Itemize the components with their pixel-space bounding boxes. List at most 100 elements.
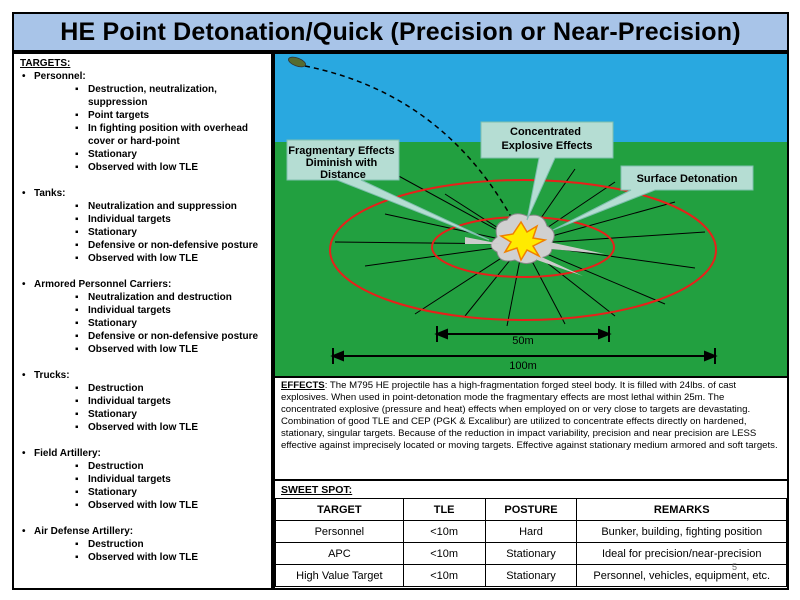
target-item-text: Defensive or non-defensive posture [88,331,259,342]
table-cell: High Value Target [275,564,404,587]
projectile-trajectory [304,65,516,225]
target-item-text: Destruction [88,539,144,550]
table-cell: <10m [402,542,486,565]
target-item-text: In fighting position with overhead cover… [88,123,248,147]
table-cell: <10m [402,520,486,543]
bullet: • [22,448,26,459]
target-item: ▪Destruction [20,382,265,395]
target-item-text: Individual targets [88,396,171,407]
projectile [288,56,306,68]
target-item-text: Point targets [88,110,150,121]
table-cell: Ideal for precision/near-precision [576,542,787,565]
target-category: •Tanks: [22,187,265,200]
target-item: ▪ Defensive or non-defensive posture [20,239,265,252]
square-bullet: ▪ [75,240,79,251]
bullet: • [22,188,26,199]
fragment-line [522,231,706,245]
page-title: HE Point Detonation/Quick (Precision or … [60,17,741,46]
square-bullet: ▪ [75,344,79,355]
square-bullet: ▪ [75,162,79,173]
square-bullet: ▪ [75,422,79,433]
table-cell: Bunker, building, fighting position [576,520,787,543]
target-item: ▪Observed with low TLE [20,551,265,564]
table-cell: Stationary [484,542,578,565]
sweet-spot-heading: SWEET SPOT: [281,484,353,496]
col-remarks: REMARKS [576,498,787,521]
callout-concentrated-line-2: Explosive Effects [501,140,592,152]
spacer [20,265,265,278]
target-item: ▪Stationary [20,148,265,161]
square-bullet: ▪ [75,461,79,472]
table-cell: <10m [402,564,486,587]
target-category: • Trucks: [22,369,265,382]
square-bullet: ▪ [75,227,79,238]
smoke-streak-right [549,242,605,254]
target-item-text: Defensive or non-defensive posture [88,240,259,251]
target-item: ▪Individual targets [20,213,265,226]
target-item: ▪ In fighting position with overhead cove… [20,122,265,148]
bullet: • [22,526,26,537]
col-posture: POSTURE [484,498,578,521]
diagram-svg: Fragmentary Effects Diminish with Distan… [275,54,787,376]
target-category-name: Air Defense Artillery: [34,526,134,537]
callout-fragmentary-line-1: Fragmentary Effects [288,145,394,157]
square-bullet: ▪ [75,331,79,342]
target-item: ▪ Destruction [20,538,265,551]
square-bullet: ▪ [75,84,79,95]
spacer [20,356,265,369]
square-bullet: ▪ [75,201,79,212]
square-bullet: ▪ [75,539,79,550]
target-item-text: Observed with low TLE [88,552,199,563]
square-bullet: ▪ [75,123,79,134]
effects-box: EFFECTS: The M795 HE projectile has a hi… [273,378,789,481]
bullet: • [22,71,26,82]
target-item-text: Individual targets [88,305,171,316]
bullet: • [22,370,26,381]
square-bullet: ▪ [75,487,79,498]
target-category-name: Trucks: [34,370,70,381]
callout-fragmentary-line-3: Distance [320,169,366,181]
table-row: APC <10m Stationary Ideal for precision/… [275,542,787,565]
target-item-text: Destruction, neutralization, suppression [88,84,217,108]
square-bullet: ▪ [75,409,79,420]
square-bullet: ▪ [75,149,79,160]
spacer [20,434,265,447]
square-bullet: ▪ [75,214,79,225]
target-item-text: Observed with low TLE [88,422,199,433]
col-target: TARGET [275,498,404,521]
target-item: ▪ Observed with low TLE [20,161,265,174]
table-cell: APC [275,542,404,565]
target-item: ▪ Individual targets [20,395,265,408]
sweet-spot-table: TARGET TLE POSTURE REMARKS Personnel <10… [275,498,787,587]
ring-100m [329,179,717,321]
targets-heading: TARGETS: [20,58,71,69]
table-header-row: TARGET TLE POSTURE REMARKS [275,498,787,521]
square-bullet: ▪ [75,500,79,511]
target-item: ▪ Stationary [20,408,265,421]
callout-fragmentary-line-2: Diminish with [306,157,378,169]
callout-concentrated-line-1: Concentrated [510,126,581,138]
target-category-name: Field Artillery: [34,448,101,459]
spacer [20,174,265,187]
target-item-text: Observed with low TLE [88,253,199,264]
target-item: ▪Individual targets [20,304,265,317]
target-item-text: Stationary [88,227,137,238]
target-item: ▪ Neutralization and suppression [20,200,265,213]
svg-text:Fragmentary Effects Dimi: Fragmentary Effects Diminish with Distan… [288,145,397,181]
square-bullet: ▪ [75,318,79,329]
effects-text: : The M795 HE projectile has a high-frag… [281,380,778,451]
table-cell: Personnel [275,520,404,543]
target-item-text: Neutralization and suppression [88,201,237,212]
target-item-text: Destruction [88,383,144,394]
effects-label: EFFECTS [281,380,325,391]
target-category-name: Armored Personnel Carriers: [34,279,172,290]
square-bullet: ▪ [75,396,79,407]
table-row: High Value Target <10m Stationary Person… [275,564,787,587]
square-bullet: ▪ [75,292,79,303]
target-category: • Field Artillery: [22,447,265,460]
callout-surface-text: Surface Detonation [637,173,738,185]
page-number: 5 [732,562,738,572]
target-item-text: Stationary [88,409,137,420]
target-item-text: Individual targets [88,474,171,485]
target-item-text: Observed with low TLE [88,162,199,173]
